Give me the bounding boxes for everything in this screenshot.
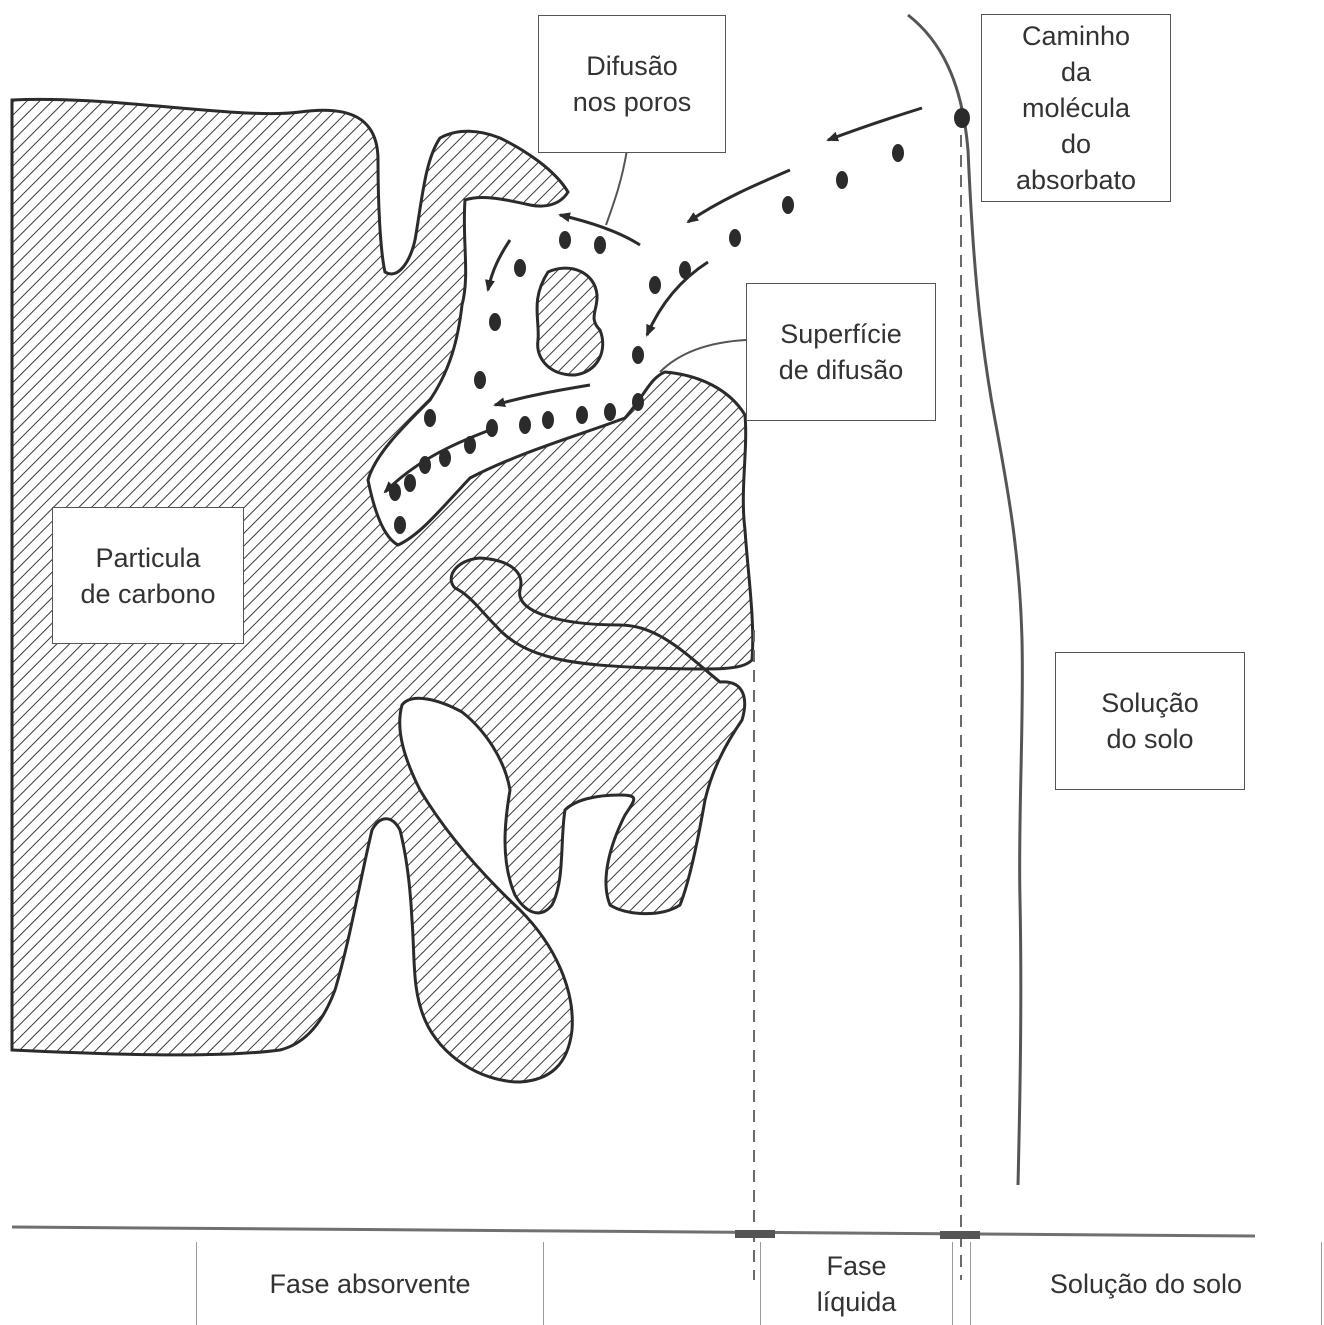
pore-diffusion-leader — [606, 150, 627, 225]
baseline — [12, 1227, 1255, 1236]
absorbent-phase-label: Fase absorvente — [196, 1242, 544, 1325]
soil-solution-phase-label: Solução do solo — [970, 1242, 1322, 1325]
molecule-path-label: Caminho da molécula do absorbato — [981, 14, 1171, 202]
liquid-phase-label: Fase líquida — [760, 1242, 953, 1325]
diffusion-surface-leader — [660, 340, 746, 372]
soil-solution-label: Solução do solo — [1055, 652, 1245, 790]
pore-diffusion-label: Difusão nos poros — [538, 15, 726, 153]
carbon-particle-label: Particula de carbono — [52, 507, 244, 644]
inner-particle-shape — [537, 268, 603, 375]
diffusion-surface-label: Superfície de difusão — [746, 283, 936, 421]
